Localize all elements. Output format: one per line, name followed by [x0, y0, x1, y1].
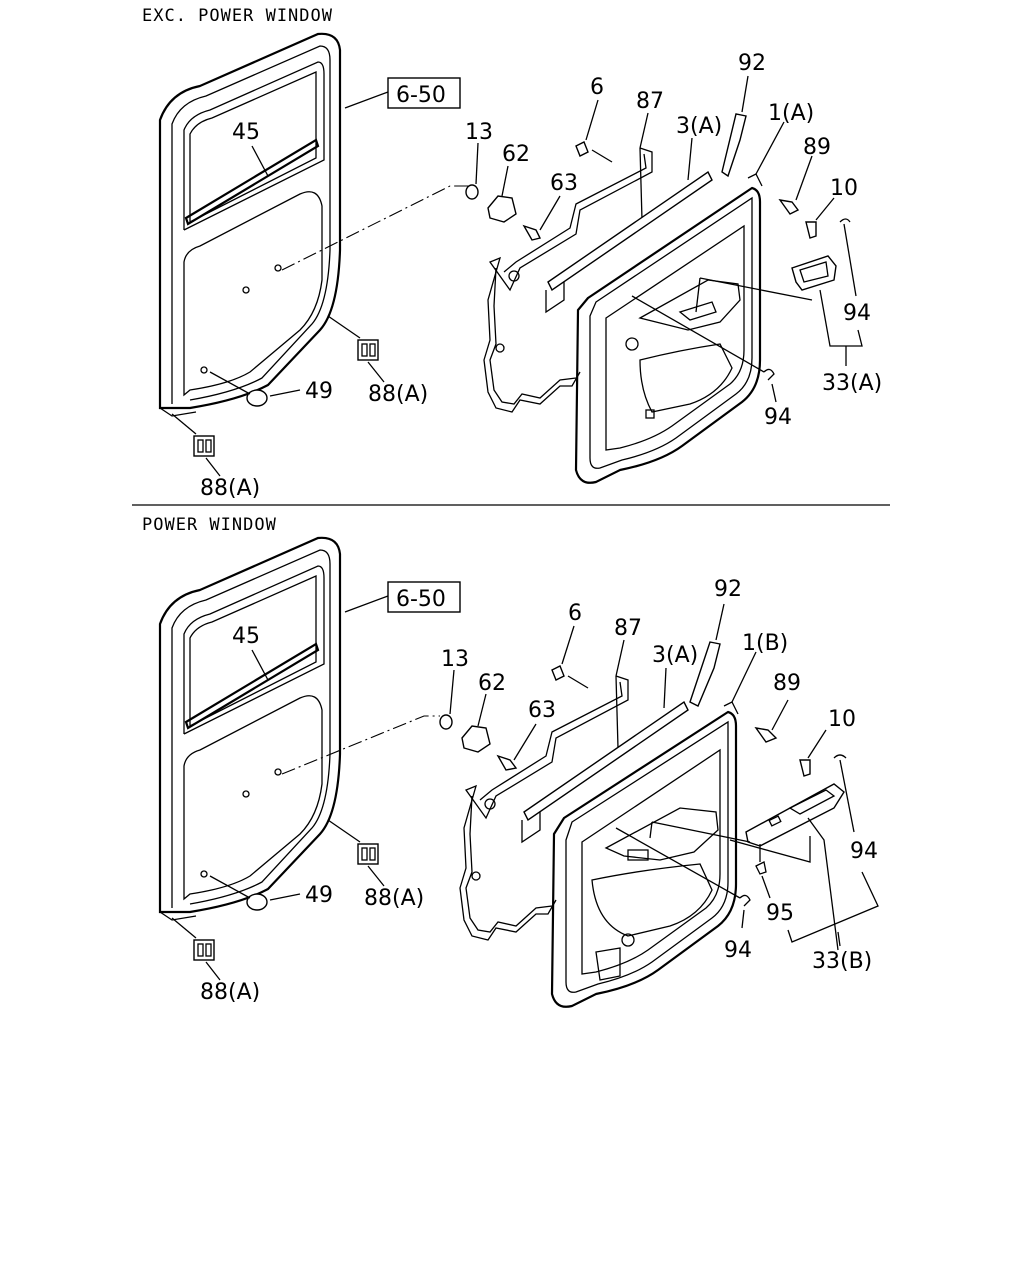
- label-45: 45: [232, 624, 260, 649]
- part-6-clip: [551, 665, 565, 681]
- label-92: 92: [738, 51, 766, 76]
- part-6-clip: [575, 141, 589, 157]
- label-6: 6: [590, 75, 604, 100]
- ref-box: [387, 581, 461, 613]
- label-94-right: 94: [843, 301, 871, 326]
- part-33a-pocket: [791, 255, 837, 291]
- label-3a: 3(A): [652, 643, 698, 668]
- label-89: 89: [773, 671, 801, 696]
- part-87-sheet: [483, 147, 653, 413]
- part-88a-pad-lower: [193, 435, 215, 457]
- part-63-screw: [522, 224, 542, 241]
- label-33a: 33(A): [822, 371, 882, 396]
- part-10-clip: [805, 221, 817, 239]
- part-13-clip: [439, 714, 453, 730]
- part-13-clip: [465, 184, 479, 200]
- part-1b-door-trim: [550, 701, 739, 1008]
- part-45-weatherstrip: [184, 642, 320, 730]
- label-87: 87: [614, 616, 642, 641]
- label-13: 13: [465, 120, 493, 145]
- label-13: 13: [441, 647, 469, 672]
- label-3a: 3(A): [676, 114, 722, 139]
- part-3a-strip: [547, 170, 713, 292]
- part-3a-strip: [523, 700, 689, 822]
- part-33b-switch-panel: [745, 783, 845, 847]
- label-1b: 1(B): [742, 631, 788, 656]
- label-88a-right: 88(A): [368, 382, 428, 407]
- label-63: 63: [528, 698, 556, 723]
- label-33b: 33(B): [812, 949, 872, 974]
- label-88a-left: 88(A): [200, 980, 260, 1005]
- label-88a-left: 88(A): [200, 476, 260, 501]
- section-exc-power-window: EXC. POWER WINDOW 6-50 45 49: [142, 6, 882, 501]
- part-87-sheet: [459, 675, 629, 941]
- label-95: 95: [766, 901, 794, 926]
- label-87: 87: [636, 89, 664, 114]
- label-1a: 1(A): [768, 101, 814, 126]
- label-49: 49: [305, 883, 333, 908]
- label-94-lower: 94: [724, 938, 752, 963]
- label-62: 62: [502, 142, 530, 167]
- part-62-handle: [461, 725, 491, 753]
- label-49: 49: [305, 379, 333, 404]
- label-6: 6: [568, 601, 582, 626]
- part-92-pad: [721, 113, 747, 178]
- part-89-screw: [778, 199, 800, 215]
- label-88a-right: 88(A): [364, 886, 424, 911]
- part-88a-pad: [357, 843, 379, 865]
- label-10: 10: [830, 176, 858, 201]
- label-10: 10: [828, 707, 856, 732]
- label-89: 89: [803, 135, 831, 160]
- ref-box-label: 6-50: [396, 587, 446, 612]
- part-88a-pad: [357, 339, 379, 361]
- door-shell: [158, 32, 342, 417]
- part-92-pad: [689, 641, 721, 707]
- ref-box-label: 6-50: [396, 83, 446, 108]
- part-88a-pad-lower: [193, 939, 215, 961]
- part-10-clip: [799, 759, 811, 777]
- part-45-weatherstrip: [184, 138, 320, 226]
- section-title: POWER WINDOW: [142, 515, 277, 535]
- section-power-window: POWER WINDOW 6-50 45 49 88(A): [142, 515, 879, 1008]
- part-95-screw: [755, 861, 767, 875]
- label-94-lower: 94: [764, 405, 792, 430]
- label-92: 92: [714, 577, 742, 602]
- part-62-handle: [487, 195, 517, 223]
- label-45: 45: [232, 120, 260, 145]
- part-63-screw: [496, 754, 518, 771]
- door-shell: [158, 536, 342, 921]
- label-63: 63: [550, 171, 578, 196]
- ref-box: [387, 77, 461, 109]
- part-49-plug: [246, 389, 268, 407]
- part-89-screw: [754, 727, 778, 743]
- label-62: 62: [478, 671, 506, 696]
- part-49-plug: [246, 893, 268, 911]
- part-1a-door-trim: [574, 173, 763, 484]
- section-title: EXC. POWER WINDOW: [142, 6, 333, 26]
- label-94-right: 94: [850, 839, 878, 864]
